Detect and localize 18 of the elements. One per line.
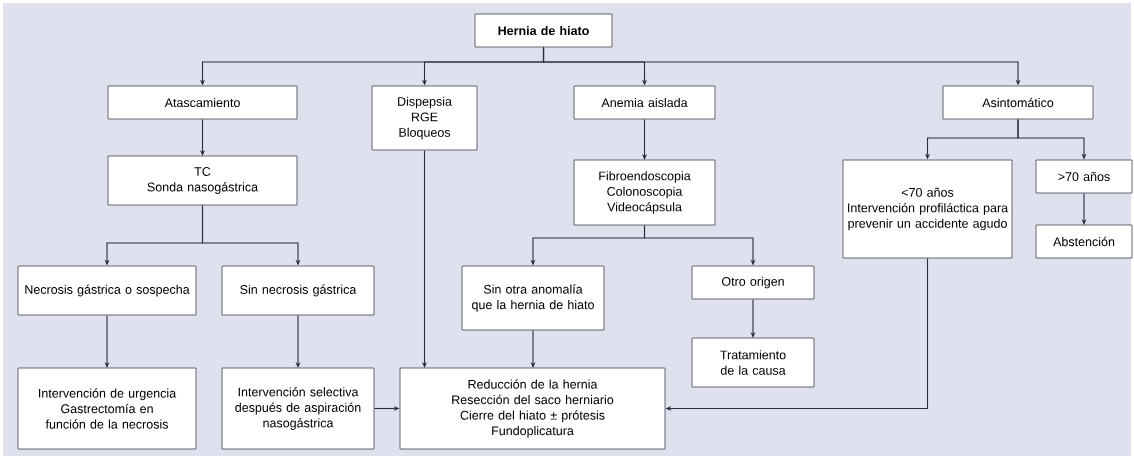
process-box: Anemia aislada <box>573 85 716 120</box>
process-box: Abstención <box>1035 224 1133 259</box>
process-box: Reducción de la hernia Resección del saco herniario Cierre del hiato ± prótesis Fundoplicatura <box>399 367 666 450</box>
process-box: Fibroendoscopia Colonoscopia Videocápsula <box>573 159 716 226</box>
process-box: Tratamiento de la causa <box>691 337 815 388</box>
process-box: Intervención selectiva después de aspiración nasogástrica <box>221 367 375 450</box>
process-box: Dispepsia RGE Bloqueos <box>371 85 478 151</box>
process-box: Necrosis gástrica o sospecha <box>17 265 197 316</box>
process-box: Asintomático <box>942 85 1094 120</box>
process-box: Sin otra anomalía que la hernia de hiato <box>461 265 605 331</box>
process-box: Intervención de urgencia Gastrectomía en función de la necrosis <box>17 367 197 450</box>
process-box: Atascamiento <box>107 85 298 120</box>
process-box: Sin necrosis gástrica <box>221 265 375 316</box>
process-box: Otro origen <box>691 265 815 300</box>
process-box: <70 años Intervención profiláctica para prevenir un accidente agudo <box>842 159 1013 259</box>
process-box: >70 años <box>1035 159 1133 194</box>
process-box: TC Sonda nasogástrica <box>107 155 298 206</box>
process-box: Hernia de hiato <box>474 13 613 48</box>
